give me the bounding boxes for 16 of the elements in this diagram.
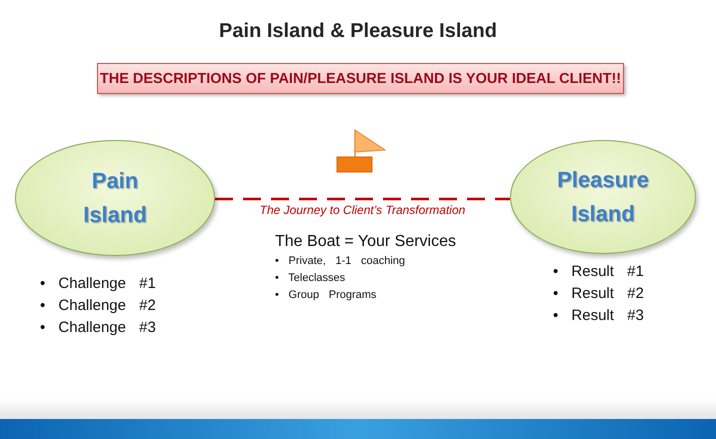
island-label: Pleasure Island xyxy=(556,166,650,228)
bullet-item: • Challenge #2 xyxy=(40,297,156,314)
bullet-item: • Result #3 xyxy=(553,307,644,324)
banner-box: THE DESCRIPTIONS OF PAIN/PLEASURE ISLAND IS YOUR IDEAL CLIENT!! xyxy=(97,63,624,94)
edge-label: The Journey to Client’s Transformation xyxy=(258,203,468,217)
bullet-item: • Result #1 xyxy=(553,263,644,280)
bullet-item: • Challenge #3 xyxy=(40,319,156,336)
bullet-item: • Challenge #1 xyxy=(40,275,156,292)
island-label: Pain Island xyxy=(82,167,148,229)
list-heading: The Boat = Your Services xyxy=(275,233,456,251)
bullet-item: • Private, 1-1 coaching xyxy=(275,255,406,267)
title: Pain Island & Pleasure Island xyxy=(218,20,498,43)
dashed-line xyxy=(215,198,510,200)
bullet-item: • Teleclasses xyxy=(275,272,346,284)
bullet-item: • Result #2 xyxy=(553,285,644,302)
bullet-item: • Group Programs xyxy=(275,289,376,301)
